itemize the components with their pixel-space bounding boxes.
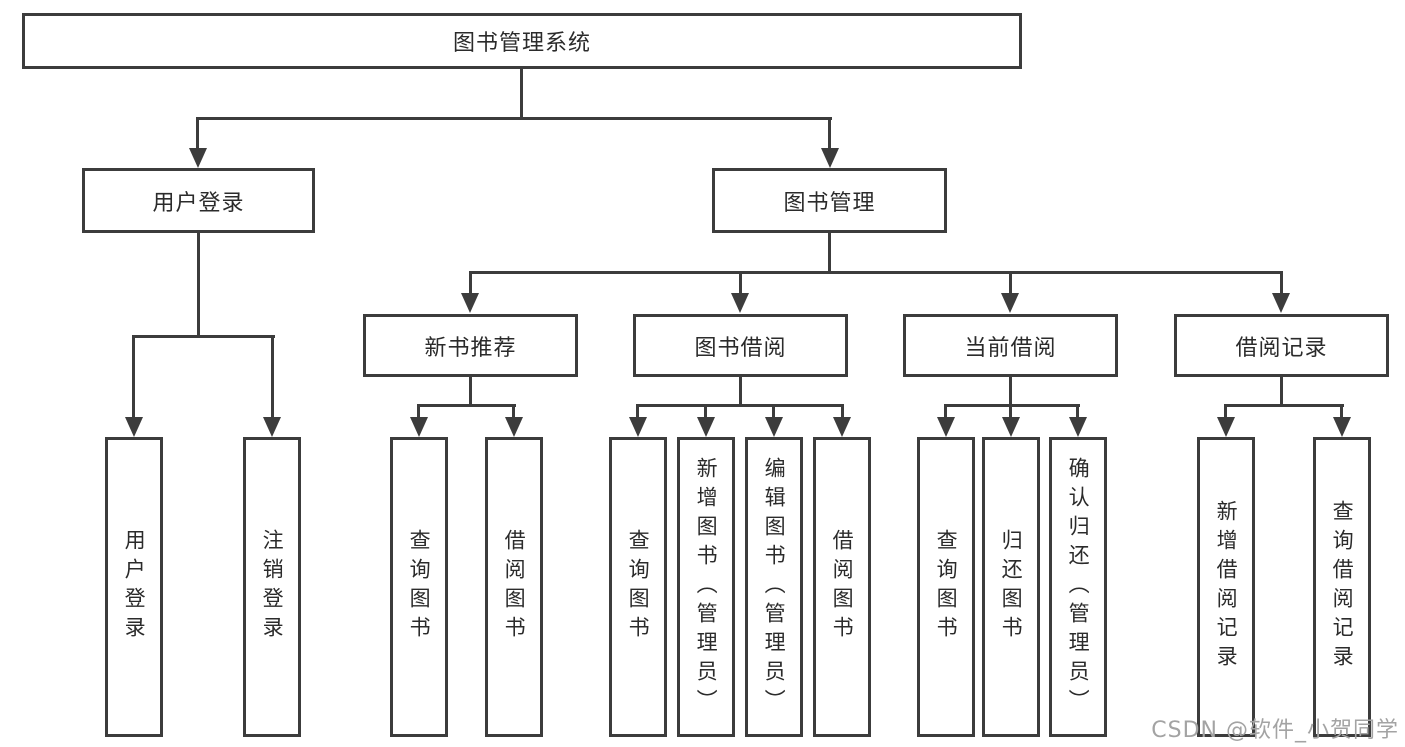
leaf-query-books-2: 查询图书: [609, 437, 667, 737]
node-borrow-records: 借阅记录: [1174, 314, 1389, 377]
leaf-query-borrow-record: 查询借阅记录: [1313, 437, 1371, 737]
connector-line: [1009, 377, 1012, 406]
connector-line: [1340, 404, 1343, 420]
node-root-label: 图书管理系统: [452, 31, 591, 56]
node-book-management-branch-label: 图书管理: [783, 190, 876, 216]
leaf-query-books-1: 查询图书: [390, 437, 448, 737]
leaf-add-books-admin: 新增图书（管理员）: [677, 437, 735, 737]
leaf-confirm-return-admin-label: 确认归还（管理员）: [1066, 456, 1091, 718]
connector-line: [1224, 404, 1344, 407]
connector-line: [1076, 404, 1079, 420]
connector-line: [739, 377, 742, 406]
connector-line: [636, 404, 844, 407]
arrowhead: [410, 417, 428, 437]
connector-line: [636, 404, 639, 420]
connector-line: [1224, 404, 1227, 420]
connector-line: [1009, 404, 1012, 420]
leaf-user-login-label: 用户登录: [122, 529, 147, 645]
node-new-book-recommend-label: 新书推荐: [424, 335, 517, 361]
leaf-return-books: 归还图书: [982, 437, 1040, 737]
connector-line: [197, 233, 200, 337]
connector-line: [944, 404, 947, 420]
leaf-add-books-admin-label: 新增图书（管理员）: [694, 456, 719, 718]
connector-line: [271, 335, 274, 417]
arrowhead: [263, 417, 281, 437]
connector-line: [1280, 271, 1283, 297]
node-current-borrow-label: 当前借阅: [964, 335, 1057, 361]
node-root: 图书管理系统: [22, 13, 1022, 69]
connector-line: [1009, 271, 1012, 297]
arrowhead: [629, 417, 647, 437]
connector-line: [512, 404, 515, 420]
arrowhead: [1002, 417, 1020, 437]
connector-line: [1280, 377, 1283, 406]
connector-line: [469, 271, 1283, 274]
arrowhead: [1217, 417, 1235, 437]
connector-line: [828, 117, 831, 150]
arrowhead: [1069, 417, 1087, 437]
node-borrow-records-label: 借阅记录: [1235, 335, 1328, 361]
leaf-logout-label: 注销登录: [260, 529, 285, 645]
node-user-login-branch: 用户登录: [82, 168, 315, 233]
leaf-query-books-3: 查询图书: [917, 437, 975, 737]
connector-line: [828, 233, 831, 274]
watermark: CSDN @软件_小贺同学: [1151, 718, 1399, 743]
leaf-edit-books-admin: 编辑图书（管理员）: [745, 437, 803, 737]
arrowhead: [189, 148, 207, 168]
leaf-query-books-3-label: 查询图书: [934, 529, 959, 645]
leaf-borrow-books-1-label: 借阅图书: [502, 529, 527, 645]
leaf-user-login: 用户登录: [105, 437, 163, 737]
arrowhead: [731, 293, 749, 313]
node-new-book-recommend: 新书推荐: [363, 314, 578, 377]
arrowhead: [1001, 293, 1019, 313]
connector-line: [469, 271, 472, 297]
leaf-borrow-books-1: 借阅图书: [485, 437, 543, 737]
node-book-borrow: 图书借阅: [633, 314, 848, 377]
connector-line: [944, 404, 1080, 407]
arrowhead: [833, 417, 851, 437]
arrowhead: [461, 293, 479, 313]
leaf-return-books-label: 归还图书: [999, 529, 1024, 645]
arrowhead: [937, 417, 955, 437]
node-user-login-branch-label: 用户登录: [152, 190, 245, 216]
leaf-borrow-books-2: 借阅图书: [813, 437, 871, 737]
connector-line: [772, 404, 775, 420]
node-current-borrow: 当前借阅: [903, 314, 1118, 377]
arrowhead: [1272, 293, 1290, 313]
leaf-query-books-2-label: 查询图书: [626, 529, 651, 645]
connector-line: [417, 404, 420, 420]
connector-line: [469, 377, 472, 406]
node-book-borrow-label: 图书借阅: [694, 335, 787, 361]
connector-line: [520, 69, 523, 120]
connector-line: [132, 335, 275, 338]
leaf-confirm-return-admin: 确认归还（管理员）: [1049, 437, 1107, 737]
arrowhead: [765, 417, 783, 437]
arrowhead: [505, 417, 523, 437]
leaf-borrow-books-2-label: 借阅图书: [830, 529, 855, 645]
leaf-query-borrow-record-label: 查询借阅记录: [1330, 500, 1355, 674]
leaf-edit-books-admin-label: 编辑图书（管理员）: [762, 456, 787, 718]
node-book-management-branch: 图书管理: [712, 168, 947, 233]
arrowhead: [1333, 417, 1351, 437]
arrowhead: [821, 148, 839, 168]
connector-line: [704, 404, 707, 420]
arrowhead: [697, 417, 715, 437]
connector-line: [841, 404, 844, 420]
connector-line: [196, 117, 199, 150]
leaf-logout: 注销登录: [243, 437, 301, 737]
leaf-add-borrow-record: 新增借阅记录: [1197, 437, 1255, 737]
arrowhead: [125, 417, 143, 437]
leaf-query-books-1-label: 查询图书: [407, 529, 432, 645]
connector-line: [417, 404, 516, 407]
leaf-add-borrow-record-label: 新增借阅记录: [1214, 500, 1239, 674]
connector-line: [739, 271, 742, 297]
connector-line: [132, 335, 135, 417]
connector-line: [196, 117, 832, 120]
